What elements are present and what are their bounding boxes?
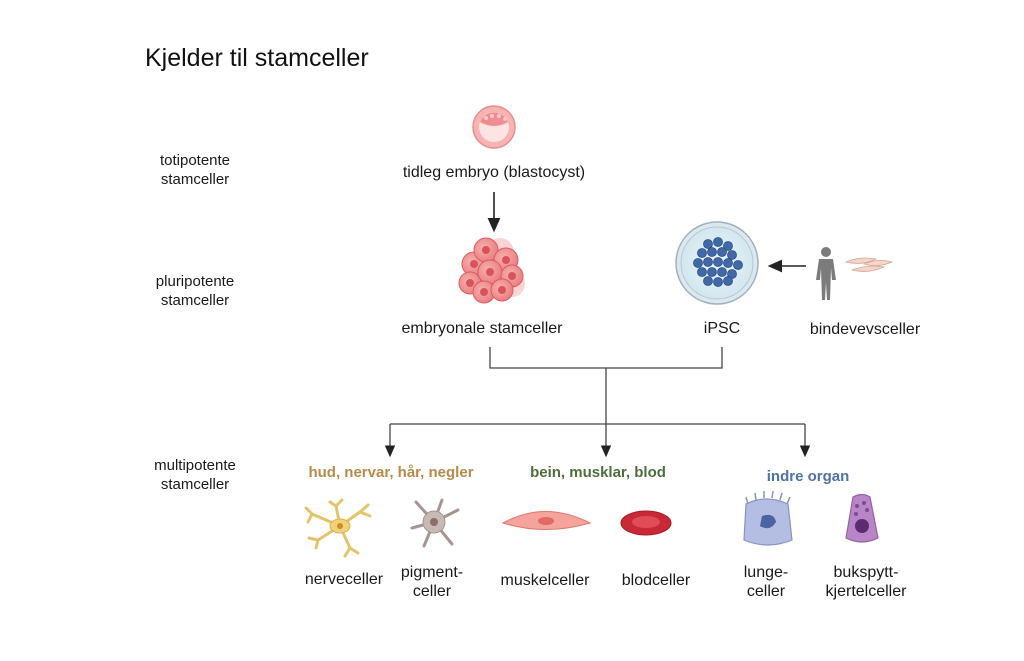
pancreas-cells-label: bukspytt- kjertelceller: [812, 563, 920, 601]
group-bone-label: bein, musklar, blod: [530, 464, 666, 481]
ipsc-label: iPSC: [703, 320, 741, 337]
blastocyst-icon: [472, 105, 516, 149]
level-label-pluripotent: pluripotente stamceller: [130, 272, 260, 310]
cell-label-line: celler: [412, 583, 452, 600]
muscle-cell-icon: [501, 511, 592, 530]
group-skin-label: hud, nervar, hår, negler: [308, 464, 474, 481]
red-blood-cell-icon: [620, 510, 672, 536]
level-line: totipotente: [159, 152, 231, 169]
level-line: multipotente: [154, 457, 236, 474]
pigment-cells-label: pigment- celler: [392, 563, 472, 601]
pancreas-cell-icon: [845, 493, 879, 543]
embryonic-stem-cells-label: embryonale stamceller: [401, 320, 563, 337]
blood-cells-label: blodceller: [621, 572, 691, 589]
level-line: stamceller: [160, 292, 230, 309]
level-line: stamceller: [160, 171, 230, 188]
embryonic-stem-cell-cluster-icon: [458, 237, 525, 304]
cell-label-line: lunge-: [743, 564, 789, 581]
early-embryo-label: tidleg embryo (blastocyst): [402, 164, 586, 181]
lung-cell-icon: [743, 490, 793, 546]
level-line: stamceller: [160, 476, 230, 493]
human-figure-icon: [816, 247, 836, 300]
cell-label-line: pigment-: [400, 564, 464, 581]
level-label-totipotent: totipotente stamceller: [130, 151, 260, 189]
muscle-cells-label: muskelceller: [500, 572, 590, 589]
group-organs-label: indre organ: [766, 468, 850, 485]
nerve-cells-label: nerveceller: [304, 571, 384, 588]
pigment-cell-icon: [410, 498, 460, 548]
cell-label-line: kjertelceller: [825, 583, 907, 600]
level-label-multipotent: multipotente stamceller: [130, 456, 260, 494]
connective-tissue-cells-label: bindevevsceller: [809, 321, 921, 338]
cell-label-line: celler: [746, 583, 786, 600]
nerve-cell-icon: [304, 498, 372, 558]
fibroblast-icon: [844, 257, 894, 272]
level-line: pluripotente: [155, 273, 235, 290]
merge-connector: [390, 347, 805, 425]
lung-cells-label: lunge- celler: [726, 563, 806, 601]
cell-label-line: bukspytt-: [833, 564, 899, 581]
petri-dish-icon: [675, 221, 759, 305]
page-title: Kjelder til stamceller: [145, 44, 369, 72]
